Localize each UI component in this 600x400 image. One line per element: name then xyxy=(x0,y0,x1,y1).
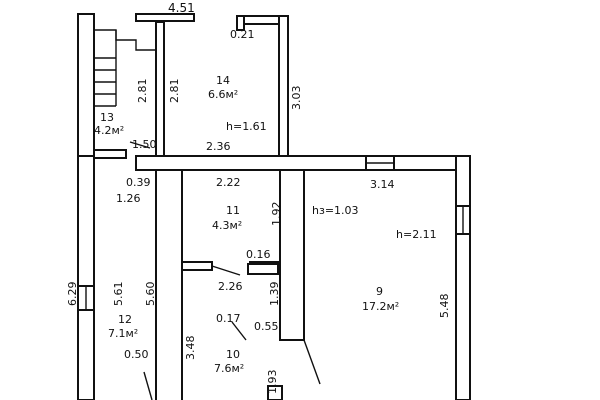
wall-stair xyxy=(155,21,165,157)
wall-left-lower xyxy=(77,155,95,400)
room-14-height: h=1.61 xyxy=(226,120,267,133)
door-swing xyxy=(211,265,241,276)
room-13-area: 4.2м² xyxy=(94,124,124,137)
room-14-area: 6.6м² xyxy=(208,88,238,101)
dim-0-55: 0.55 xyxy=(254,320,279,333)
room-12-number: 12 xyxy=(118,313,132,326)
door-leaf-r9 xyxy=(303,339,321,385)
dim-5-48: 5.48 xyxy=(438,294,451,319)
dim-2-26: 2.26 xyxy=(218,280,243,293)
dim-6-29: 6.29 xyxy=(66,282,79,307)
room-11-area: 4.3м² xyxy=(212,219,242,232)
room-9-number: 9 xyxy=(376,285,383,298)
wall-r14-stub xyxy=(236,15,245,31)
wall-partition xyxy=(181,261,213,271)
room-9-height: h=2.11 xyxy=(396,228,437,241)
room-10-area: 7.6м² xyxy=(214,362,244,375)
dim-3-14: 3.14 xyxy=(370,178,395,191)
dim-1-26: 1.26 xyxy=(116,192,141,205)
wall-corridor-top xyxy=(93,149,127,159)
dim-1-92: 1.92 xyxy=(270,202,283,227)
dim-0-50: 0.50 xyxy=(124,348,149,361)
dim-0-16: 0.16 xyxy=(246,248,271,261)
stair-upper xyxy=(94,29,156,51)
room-14-number: 14 xyxy=(216,74,230,87)
wall-top-beam xyxy=(135,13,195,22)
top-dimension: 4.51 xyxy=(168,1,195,15)
dim-0-21: 0.21 xyxy=(230,28,255,41)
wall-right xyxy=(455,155,471,400)
dim-0-39: 0.39 xyxy=(126,176,151,189)
room-13-number: 13 xyxy=(100,111,114,124)
dim-3-03: 3.03 xyxy=(290,86,303,111)
dim-2-22: 2.22 xyxy=(216,176,241,189)
wall-r11-right xyxy=(279,169,305,341)
dim-2-81-b: 2.81 xyxy=(168,79,181,104)
staircase xyxy=(94,29,156,107)
room-9-area: 17.2м² xyxy=(362,300,399,313)
room-9-sill-height: hз=1.03 xyxy=(312,204,359,217)
door-leaf-r13 xyxy=(129,141,151,149)
room-12-area: 7.1м² xyxy=(108,327,138,340)
dim-1-39: 1.39 xyxy=(268,282,281,307)
dim-3-48: 3.48 xyxy=(184,336,197,361)
door-leaf xyxy=(231,321,247,341)
dim-0-17: 0.17 xyxy=(216,312,241,325)
dim-2-81-a: 2.81 xyxy=(136,79,149,104)
dim-5-60: 5.60 xyxy=(144,282,157,307)
wall-horizontal-main xyxy=(135,155,469,171)
dim-1-50: 1.50 xyxy=(132,138,157,151)
wall-bottom-stub xyxy=(267,385,283,400)
door-leaf-r12 xyxy=(143,371,153,400)
wall-r14-right xyxy=(278,15,289,157)
wall-r11-left xyxy=(155,169,183,400)
room-10-number: 10 xyxy=(226,348,240,361)
dim-5-61: 5.61 xyxy=(112,282,125,307)
wall-left-upper xyxy=(77,13,95,157)
dim-2-36: 2.36 xyxy=(206,140,231,153)
dim-1-93: 1.93 xyxy=(266,370,279,395)
room-11-number: 11 xyxy=(226,204,240,217)
fixture xyxy=(247,263,279,275)
